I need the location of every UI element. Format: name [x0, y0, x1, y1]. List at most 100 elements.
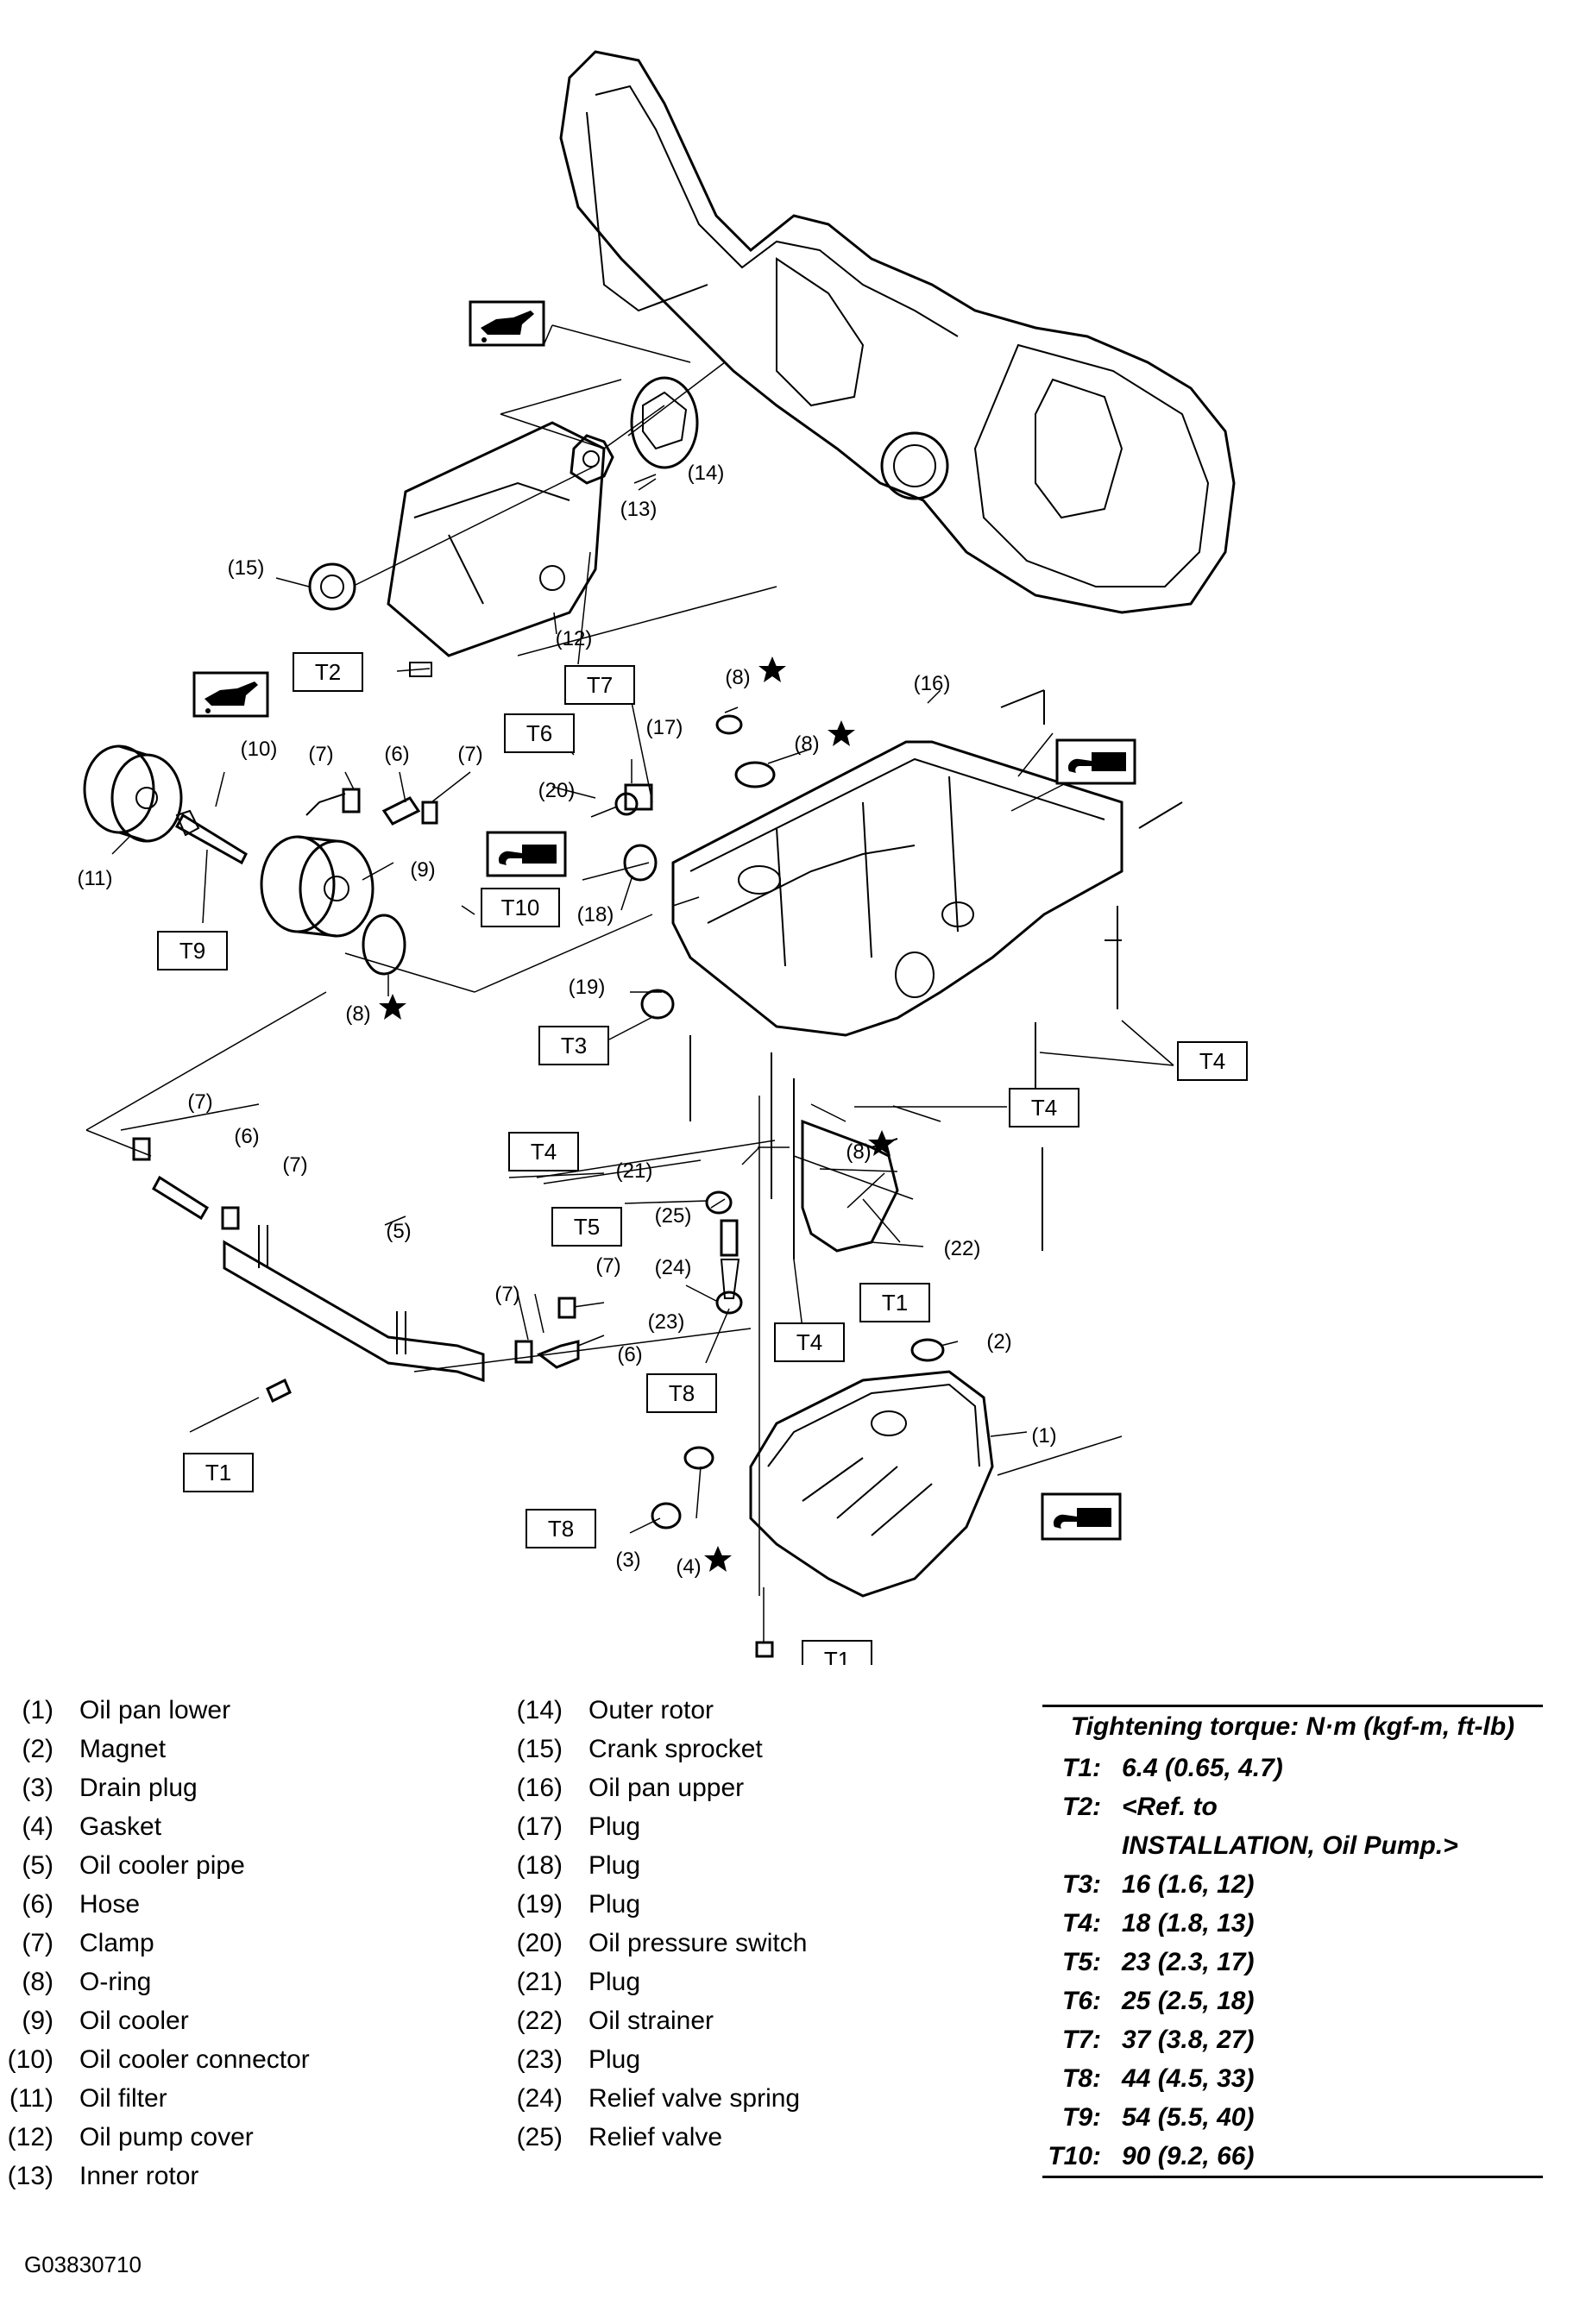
legend-item: (5)Oil cooler pipe [0, 1846, 310, 1885]
legend-number: (20) [516, 1929, 563, 1957]
callout-15: (15) [228, 556, 265, 580]
legend-item: (7)Clamp [0, 1924, 310, 1963]
legend-number: (23) [516, 2045, 563, 2074]
legend-part-name: Plug [588, 1890, 641, 1919]
torque-code: T10: [1048, 2142, 1101, 2170]
legend-number: (8) [22, 1968, 53, 1996]
callout-25: (25) [655, 1204, 692, 1228]
legend-item: (8)O-ring [0, 1963, 310, 2001]
callout-7: (7) [282, 1153, 307, 1177]
svg-text:T8: T8 [669, 1380, 695, 1406]
torque-value: 44 (4.5, 33) [1122, 2064, 1255, 2093]
svg-text:T4: T4 [1031, 1095, 1057, 1121]
torque-code: T6: [1062, 1987, 1101, 2015]
legend-number: (15) [516, 1735, 563, 1763]
crank-sprocket [308, 562, 356, 611]
callout-6: (6) [384, 743, 409, 766]
callout-5: (5) [386, 1220, 411, 1243]
legend-part-name: Oil pan upper [588, 1774, 745, 1802]
callout-23: (23) [648, 1310, 685, 1334]
legend-item: (17)Plug [509, 1807, 807, 1846]
svg-text:T5: T5 [574, 1214, 600, 1240]
hose-clamp-group-top [342, 788, 438, 826]
outer-rotor [630, 376, 699, 469]
torque-value: INSTALLATION, Oil Pump.> [1122, 1831, 1458, 1860]
svg-text:T9: T9 [179, 938, 205, 964]
torque-tag-t4: T4 [1009, 1088, 1079, 1127]
legend-number: (24) [516, 2084, 563, 2113]
torque-tag-t8: T8 [526, 1509, 596, 1548]
grease-applicator-icon [1055, 738, 1136, 785]
parts-legend-left: (1)Oil pan lower(2)Magnet(3)Drain plug(4… [0, 1691, 310, 2195]
torque-code [1042, 1826, 1122, 1865]
torque-tag-t10: T10 [481, 888, 560, 927]
legend-number: (21) [516, 1968, 563, 1996]
callout-14: (14) [688, 462, 725, 485]
torque-row: T3:16 (1.6, 12) [1042, 1865, 1543, 1904]
callout-19: (19) [569, 976, 606, 999]
legend-item: (23)Plug [509, 2040, 807, 2079]
legend-item: (1)Oil pan lower [0, 1691, 310, 1730]
torque-tag-t2: T2 [293, 652, 363, 692]
callout-7: (7) [308, 743, 333, 766]
legend-number: (5) [22, 1851, 53, 1880]
legend-item: (24)Relief valve spring [509, 2079, 807, 2118]
front-cover [559, 50, 1236, 614]
legend-number: (11) [9, 2084, 53, 2113]
callout-8: (8) [725, 666, 750, 689]
callout-3: (3) [615, 1548, 640, 1572]
legend-number: (17) [516, 1812, 563, 1841]
callout-7: (7) [494, 1283, 519, 1306]
torque-code: T7: [1062, 2026, 1101, 2054]
torque-tag-t9: T9 [157, 931, 228, 970]
torque-table-title: Tightening torque: N·m (kgf-m, ft-lb) [1042, 1705, 1543, 1749]
callout-8: (8) [794, 732, 819, 756]
torque-row: INSTALLATION, Oil Pump.> [1042, 1826, 1543, 1865]
torque-tag-t4: T4 [1177, 1041, 1248, 1081]
torque-value: 18 (1.8, 13) [1122, 1909, 1255, 1938]
legend-part-name: Gasket [79, 1812, 162, 1841]
legend-number: (3) [22, 1774, 53, 1802]
torque-row: T6:25 (2.5, 18) [1042, 1982, 1543, 2020]
legend-part-name: Outer rotor [588, 1696, 714, 1724]
legend-number: (2) [22, 1735, 53, 1763]
torque-value: 90 (9.2, 66) [1122, 2142, 1255, 2170]
callout-16: (16) [914, 672, 951, 695]
parts-legend-right: (14)Outer rotor(15)Crank sprocket(16)Oil… [509, 1691, 808, 2157]
legend-part-name: Crank sprocket [588, 1735, 763, 1763]
legend-item: (3) Drain plug [0, 1768, 310, 1807]
torque-tag-t5: T5 [551, 1207, 622, 1247]
torque-code: T8: [1062, 2064, 1101, 2093]
legend-part-name: Inner rotor [79, 2162, 199, 2190]
legend-part-name: Clamp [79, 1929, 154, 1957]
callout-22: (22) [944, 1237, 981, 1260]
svg-text:T4: T4 [531, 1139, 557, 1165]
torque-row: T10: 90 (9.2, 66) [1042, 2137, 1543, 2176]
legend-part-name: Drain plug [79, 1774, 198, 1802]
callout-7: (7) [187, 1090, 212, 1114]
torque-value: 37 (3.8, 27) [1122, 2026, 1255, 2054]
torque-code: T2: [1062, 1793, 1101, 1821]
torque-tag-t1: T1 [183, 1453, 254, 1492]
grease-applicator-icon [1041, 1492, 1122, 1541]
legend-number: (25) [516, 2123, 563, 2151]
legend-item: (13)Inner rotor [0, 2157, 310, 2195]
figure-id: G03830710 [24, 2252, 142, 2277]
legend-number: (1) [22, 1696, 53, 1724]
legend-item: (6)Hose [0, 1885, 310, 1924]
legend-number: (16) [516, 1774, 563, 1802]
torque-code: T1: [1062, 1754, 1101, 1782]
legend-number: (18) [516, 1851, 563, 1880]
svg-text:T2: T2 [315, 659, 341, 685]
svg-text:T8: T8 [548, 1516, 574, 1542]
torque-value: <Ref. to [1122, 1793, 1218, 1821]
legend-item: (10)Oil cooler connector [0, 2040, 310, 2079]
svg-text:T7: T7 [587, 672, 613, 698]
legend-item: (11) Oil filter [0, 2079, 310, 2118]
legend-part-name: Oil filter [79, 2084, 167, 2113]
oil-cooler-pipe [223, 1225, 485, 1383]
replace-star-icon [828, 720, 855, 746]
torque-value: 16 (1.6, 12) [1122, 1870, 1255, 1899]
legend-part-name: Plug [588, 1851, 641, 1880]
legend-number: (10) [7, 2045, 53, 2074]
